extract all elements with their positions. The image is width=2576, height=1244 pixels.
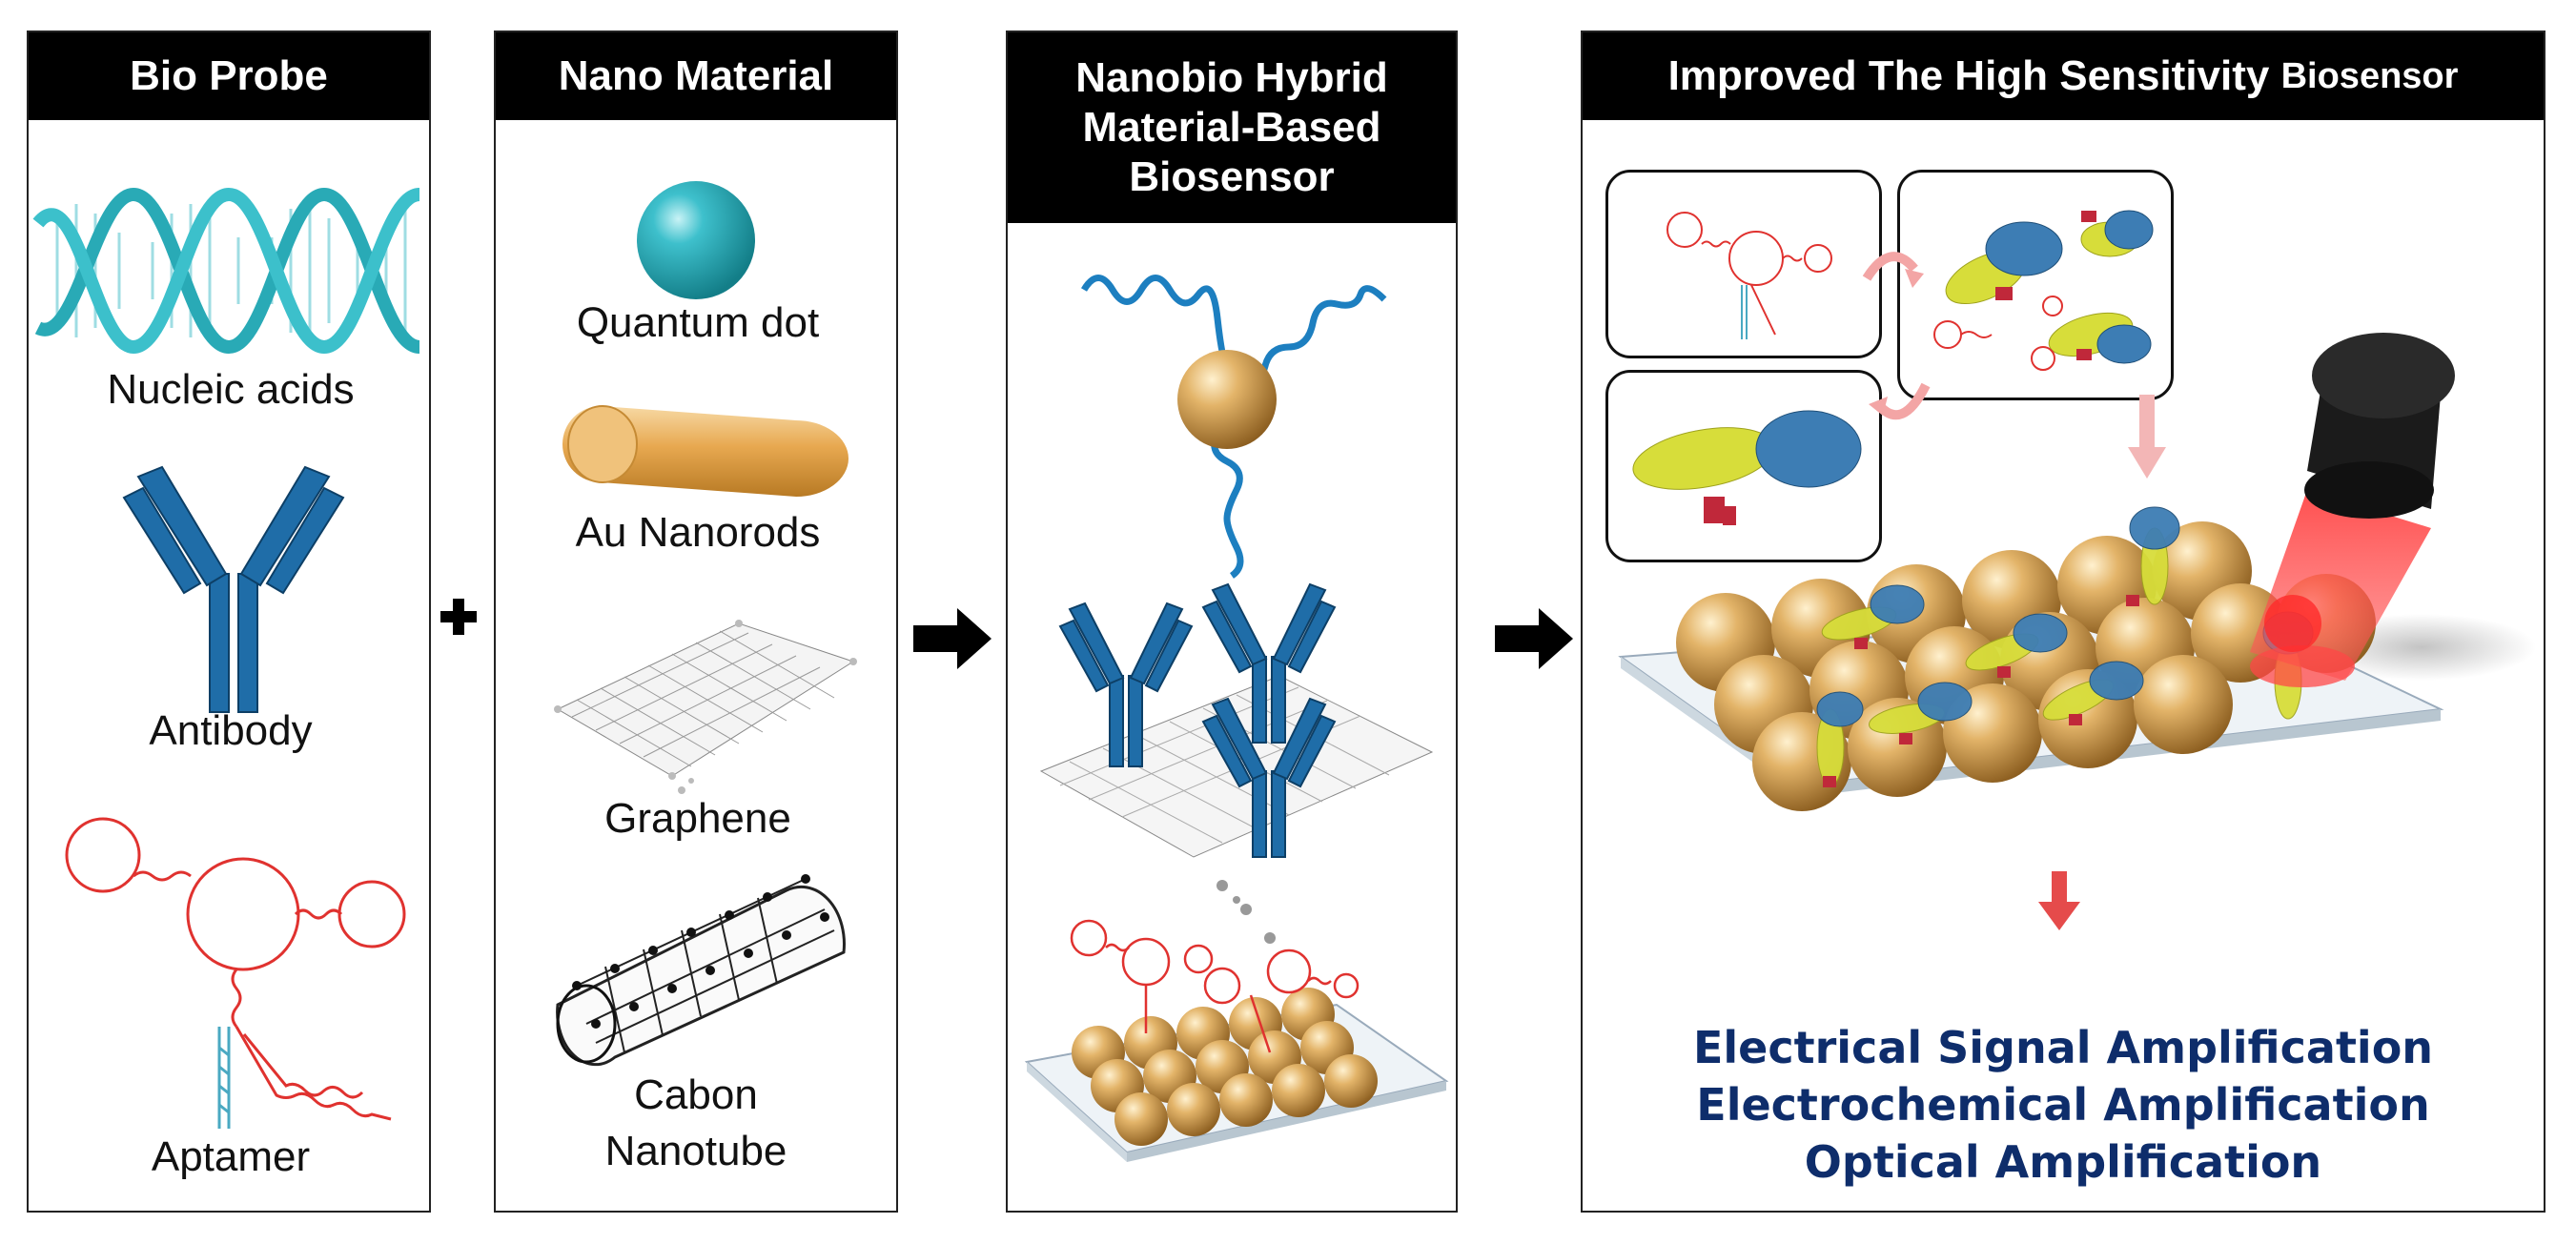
gold-nanoparticle-icon [1080, 275, 1387, 579]
aptamer-icon [1666, 212, 1832, 339]
protein-icon [1632, 410, 1862, 525]
nano-material-panel: Nano Material Quantum dot Au Nanorods [494, 31, 898, 1213]
nucleic-acids-label: Nucleic acids [107, 366, 355, 413]
protein-box [1605, 370, 1882, 562]
curved-arrow-icon [1862, 252, 1924, 288]
arrow-right-icon [1495, 608, 1573, 669]
amplification-optical: Optical Amplification [1804, 1136, 2322, 1188]
au-nanorods-label: Au Nanorods [575, 509, 821, 556]
amplification-electrochemical: Electrochemical Amplification [1696, 1079, 2430, 1131]
bio-probe-header: Bio Probe [29, 32, 429, 120]
arrow-right-icon [913, 608, 992, 669]
au-nanorod-icon [562, 405, 848, 497]
improved-header-main: Improved The High Sensitivity [1667, 52, 2270, 100]
hybrid-panel: Nanobio Hybrid Material-Based Biosensor [1006, 31, 1458, 1213]
hybrid-header: Nanobio Hybrid Material-Based Biosensor [1008, 32, 1456, 223]
improved-panel: Improved The High Sensitivity Biosensor [1581, 31, 2545, 1213]
amplification-electrical: Electrical Signal Amplification [1692, 1022, 2434, 1073]
carbon-nanotube-label: Cabon Nanotube [604, 1071, 787, 1175]
improved-header: Improved The High Sensitivity Biosensor [1583, 32, 2544, 120]
nano-material-header: Nano Material [496, 32, 896, 120]
graphene-label: Graphene [604, 795, 791, 842]
protein-complex-box [1897, 170, 2174, 400]
aptamer-icon [65, 817, 406, 1129]
aptamer-box [1605, 170, 1882, 358]
biosensor-surface-icon [1618, 333, 2536, 811]
antibody-label: Antibody [149, 707, 313, 754]
gold-substrate-icon [1024, 919, 1449, 1162]
dna-helix-icon [32, 187, 421, 355]
graphene-antibody-icon [1039, 582, 1434, 944]
antibody-icon [122, 465, 345, 713]
carbon-nanotube-icon [556, 874, 846, 1067]
quantum-dot-label: Quantum dot [576, 299, 820, 346]
plus-icon [440, 599, 477, 635]
curved-arrow-icon [1869, 382, 1931, 420]
aptamer-label: Aptamer [151, 1133, 311, 1180]
graphene-icon [554, 620, 857, 794]
down-arrow-icon [2038, 871, 2080, 930]
down-arrow-icon [2128, 395, 2166, 479]
improved-header-tail: Biosensor [2280, 55, 2459, 96]
bio-probe-panel: Bio Probe Nucleic acids Antibody [27, 31, 431, 1213]
quantum-dot-icon [637, 181, 755, 299]
protein-complex-icon [1933, 210, 2154, 371]
